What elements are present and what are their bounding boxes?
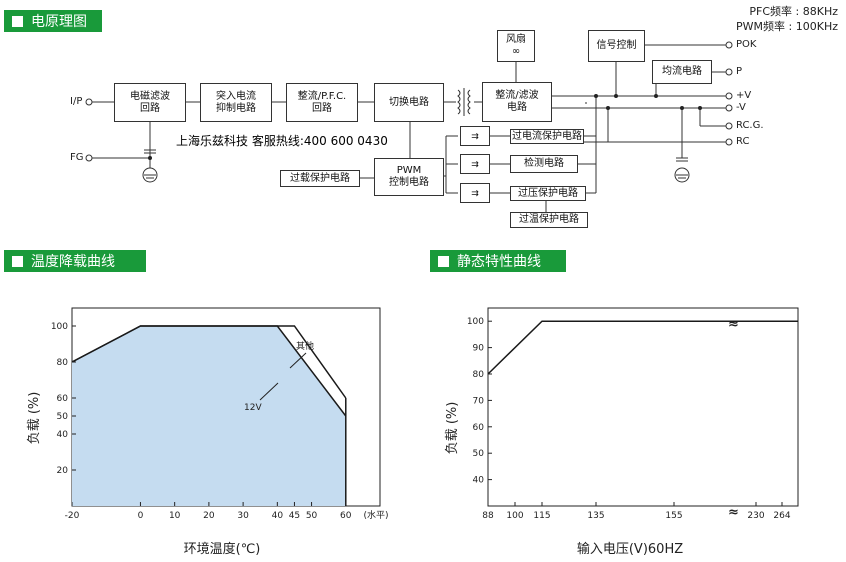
y-tick-label: 50 (473, 449, 485, 459)
bullet-square (12, 15, 23, 27)
block-fan: 风扇 ∞ (497, 30, 535, 62)
fan-icon: ∞ (511, 46, 521, 57)
y-tick-label: 60 (57, 394, 69, 404)
terminal-vplus: +V (736, 90, 752, 101)
x-tick-label: 88 (482, 511, 494, 521)
block-signal: 信号控制 (588, 30, 645, 62)
derating-x-unit: (水平) (363, 509, 388, 521)
x-tick-label: 230 (747, 511, 764, 521)
x-tick-label: 155 (665, 511, 682, 521)
y-tick-label: 40 (473, 476, 485, 486)
x-tick-label: 135 (587, 511, 604, 521)
series-line-other (71, 325, 347, 399)
block-emi-filter: 电磁滤波 回路 (114, 83, 186, 122)
axis-break-top: ≈ (728, 317, 739, 332)
y-tick-label: 90 (473, 344, 485, 354)
bullet-square (438, 255, 449, 267)
optocoupler-icon: ⇉ (460, 154, 490, 174)
x-tick-label: 115 (533, 511, 550, 521)
block-ovp: 过压保护电路 (510, 186, 586, 201)
terminal-vminus: -V (736, 102, 746, 113)
x-tick-label: -20 (65, 511, 80, 521)
axis-break-bottom: ≈ (728, 505, 739, 520)
block-detect: 检测电路 (510, 155, 578, 173)
y-tick-label: 40 (57, 430, 69, 440)
x-tick-label: 100 (506, 511, 523, 521)
static-plot-frame (487, 307, 799, 507)
static-title: 静态特性曲线 (457, 254, 541, 270)
derating-xlabel: 环境温度(℃) (184, 541, 261, 557)
fan-label: 风扇 (506, 34, 526, 45)
x-tick-label: 0 (138, 511, 144, 521)
pwm-frequency: PWM频率 : 100KHz (736, 20, 838, 33)
block-inrush: 突入电流 抑制电路 (200, 83, 272, 122)
derating-header: 温度降载曲线 (4, 250, 146, 272)
block-rectifier: 整流/滤波 电路 (482, 82, 552, 122)
terminal-fg: FG (70, 152, 84, 163)
pfc-frequency: PFC频率 : 88KHz (749, 5, 838, 18)
curve-label-other: 其他 (296, 340, 314, 352)
series-line-load (487, 320, 798, 375)
optocoupler-icon: ⇉ (460, 126, 490, 146)
y-tick-label: 60 (473, 423, 485, 433)
block-pwm: PWM 控制电路 (374, 158, 444, 196)
schematic-title: 电原理图 (31, 14, 87, 30)
block-overload: 过载保护电路 (280, 170, 360, 187)
static-header: 静态特性曲线 (430, 250, 566, 272)
y-tick-label: 80 (57, 358, 69, 368)
block-switch: 切换电路 (374, 83, 444, 122)
x-tick-label: 60 (340, 511, 352, 521)
curve-label-12v: 12V (244, 403, 262, 413)
y-tick-label: 70 (473, 396, 485, 406)
curve-pointer-12v (259, 382, 279, 401)
curve-pointer-other (289, 352, 307, 369)
x-tick-label: 45 (289, 511, 300, 521)
derating-title: 温度降载曲线 (31, 254, 115, 270)
area-12v (72, 326, 346, 506)
x-tick-label: 30 (237, 511, 249, 521)
y-tick-label: 50 (57, 412, 69, 422)
bullet-square (12, 255, 23, 267)
block-ocp: 过电流保护电路 (510, 129, 584, 144)
x-tick-label: 264 (773, 511, 790, 521)
terminal-rc: RC (736, 136, 750, 147)
block-pfc: 整流/P.F.C. 回路 (286, 83, 358, 122)
terminal-pok: POK (736, 39, 757, 50)
static-ylabel: 负载 (%) (445, 402, 460, 455)
x-tick-label: 50 (306, 511, 318, 521)
static-xlabel: 输入电压(V)60HZ (577, 541, 683, 557)
derating-ylabel: 负载 (%) (27, 392, 42, 445)
x-tick-label: 10 (169, 511, 181, 521)
block-otp: 过温保护电路 (510, 212, 588, 228)
y-tick-label: 100 (51, 322, 68, 332)
x-tick-label: 40 (272, 511, 284, 521)
terminal-ip: I/P (70, 96, 83, 107)
terminal-p: P (736, 66, 743, 77)
y-tick-label: 20 (57, 466, 69, 476)
schematic-wiring (85, 41, 733, 221)
x-tick-label: 20 (203, 511, 215, 521)
schematic-header: 电原理图 (4, 10, 102, 32)
y-tick-label: 80 (473, 370, 485, 380)
frequency-info: PFC频率 : 88KHz PWM频率 : 100KHz (736, 4, 838, 34)
block-current-share: 均流电路 (652, 60, 712, 84)
optocoupler-icon: ⇉ (460, 183, 490, 203)
hotline-text: 上海乐兹科技 客服热线:400 600 0430 (176, 134, 388, 148)
terminal-rcg: RC.G. (736, 120, 764, 131)
y-tick-label: 100 (467, 317, 484, 327)
